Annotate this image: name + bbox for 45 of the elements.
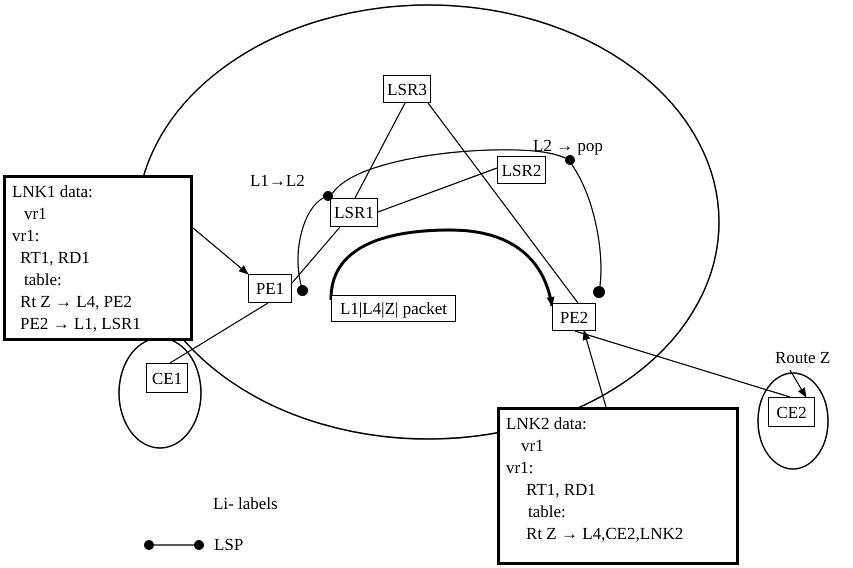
note-text: Li- labels (213, 494, 278, 514)
text-line: Rt Z → L4, PE2 (20, 292, 132, 311)
text-line: LNK2 data: (506, 414, 587, 433)
text-line: vr1: (12, 226, 40, 245)
connector-line (354, 102, 406, 198)
connector-line (297, 197, 324, 286)
connector-line (292, 226, 340, 284)
connector-line (378, 167, 498, 213)
lsp-dot (593, 286, 605, 298)
text-line: vr1 (24, 204, 47, 223)
arrow (330, 228, 554, 307)
router-box: LSR1 (330, 198, 378, 227)
router-box: CE1 (146, 363, 188, 393)
connector-line (571, 164, 602, 286)
info-box (3, 175, 193, 341)
router-box: CE2 (768, 397, 815, 427)
text-line: RT1, RD1 (526, 480, 596, 499)
text-line: LNK1 data: (12, 182, 93, 201)
arrow (192, 228, 249, 275)
text-line: table: (528, 502, 566, 521)
connector-line (170, 302, 268, 364)
text-line: vr1 (521, 436, 544, 455)
text-line: RT1, RD1 (20, 248, 90, 267)
router-box: LSR2 (497, 156, 546, 184)
legend-text: LSP (214, 535, 244, 555)
lsp-dot (565, 155, 575, 165)
text-line: vr1: (506, 458, 534, 477)
arrow (582, 330, 607, 408)
text-line: Rt Z → L4,CE2,LNK2 (526, 524, 684, 543)
text-line: PE2 → L1, LSR1 (20, 314, 141, 333)
lsp-dot (297, 285, 308, 296)
packet-box: L1|L4|Z| packet (331, 295, 456, 322)
text-line: table: (24, 270, 62, 289)
annotation-text: Route Z (775, 348, 853, 370)
connector-line (428, 102, 578, 304)
router-box: PE2 (552, 303, 596, 331)
label-text: L2 → pop (533, 136, 603, 156)
label-text: L1→L2 (250, 171, 305, 191)
router-box: PE1 (248, 274, 292, 303)
arrow (789, 370, 807, 398)
connector-line (332, 149, 566, 194)
info-box (497, 407, 739, 565)
router-box: LSR3 (383, 75, 431, 103)
connector-line (574, 330, 790, 398)
lsp-dot (323, 191, 333, 201)
